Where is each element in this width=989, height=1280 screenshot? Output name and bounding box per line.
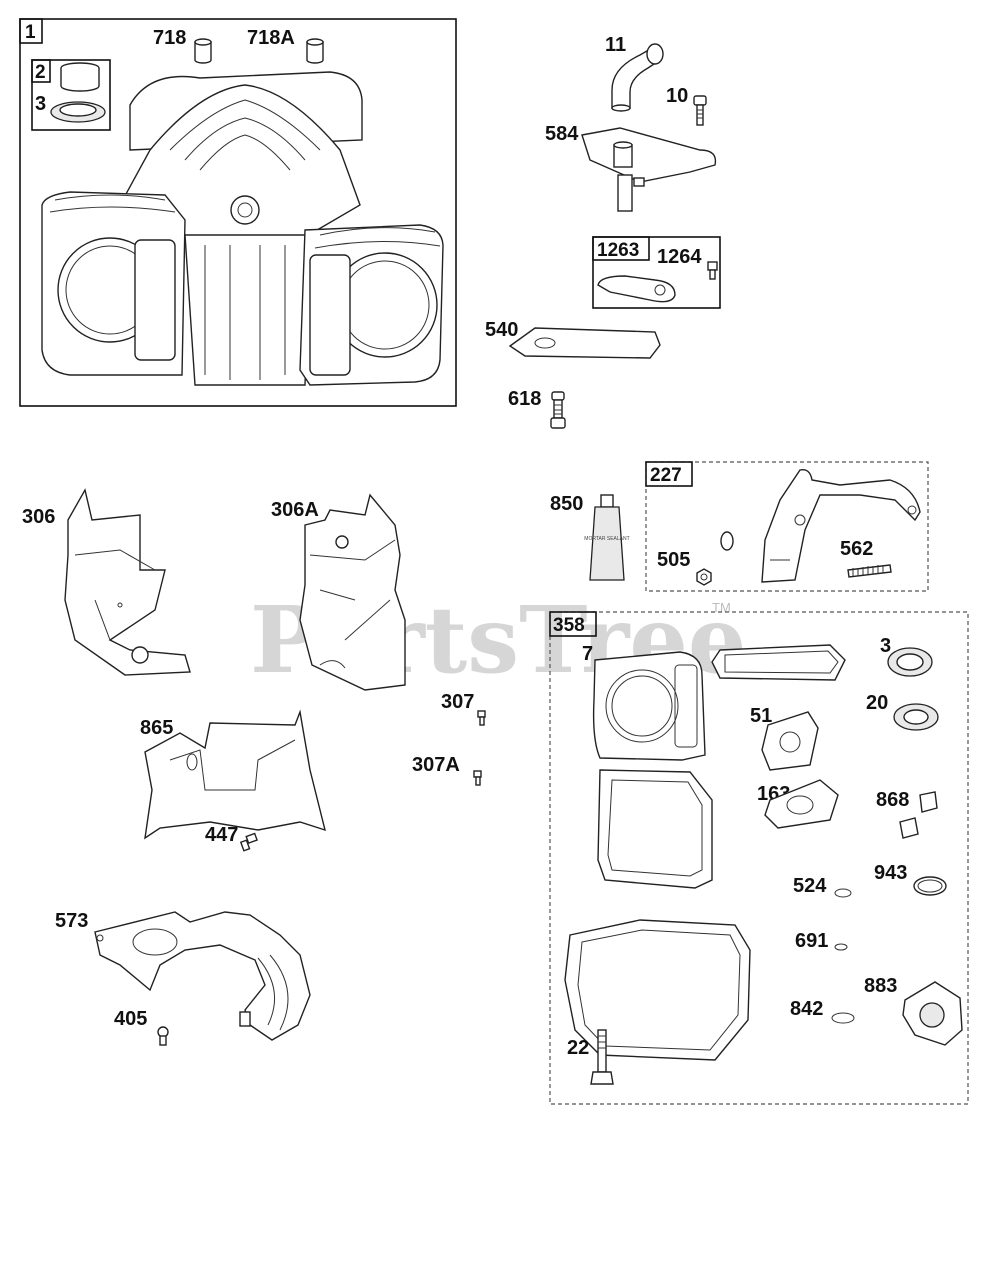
callout-307a: 307A <box>412 754 460 776</box>
ring-842-part[interactable] <box>831 1012 855 1024</box>
valve-cover-gasket-part[interactable] <box>597 769 713 889</box>
callout-3b: 3 <box>880 635 891 657</box>
cylinder-block-part[interactable] <box>41 71 444 386</box>
callout-562: 562 <box>840 538 873 560</box>
callout-865: 865 <box>140 717 173 739</box>
assembly-box-1 <box>19 18 457 407</box>
shield-306-part[interactable] <box>64 488 191 676</box>
callout-11: 11 <box>605 34 626 56</box>
oil-seal-20-part[interactable] <box>893 703 939 731</box>
box-227-tag <box>645 461 693 487</box>
bushing-part[interactable] <box>60 62 100 92</box>
box-1-label: 1 <box>25 22 36 43</box>
gasket-163-part[interactable] <box>764 779 839 829</box>
box-358-label: 358 <box>553 615 585 636</box>
screw-307-part[interactable] <box>477 710 486 726</box>
callout-10: 10 <box>666 85 688 107</box>
callout-618: 618 <box>508 388 541 410</box>
callout-306: 306 <box>22 506 55 528</box>
box-1263-tag <box>592 236 650 261</box>
box-2-label: 2 <box>35 62 46 83</box>
callout-883: 883 <box>864 975 897 997</box>
oil-seal-3-part[interactable] <box>887 647 933 677</box>
callout-868: 868 <box>876 789 909 811</box>
bushing-868-part[interactable] <box>899 791 938 839</box>
dowel-pin-718a[interactable] <box>306 38 324 64</box>
o-ring-943-part[interactable] <box>913 876 947 896</box>
dowel-pin-718[interactable] <box>194 38 212 64</box>
callout-3: 3 <box>35 93 46 115</box>
screw-10-part[interactable] <box>693 95 707 126</box>
screw-447-part[interactable] <box>239 832 258 852</box>
sealant-tube-text: MORTAR SEALANT <box>584 536 629 542</box>
assembly-box-227 <box>645 461 929 592</box>
watermark-trademark: TM <box>712 600 731 615</box>
assembly-box-2 <box>31 59 111 131</box>
callout-584: 584 <box>545 123 579 145</box>
washer-691-part[interactable] <box>834 943 848 951</box>
blower-housing-573-part[interactable] <box>94 911 311 1041</box>
shield-865-part[interactable] <box>144 709 326 840</box>
screw-618-part[interactable] <box>550 391 566 429</box>
callout-7: 7 <box>582 643 593 665</box>
crankcase-gasket-part[interactable] <box>564 919 751 1061</box>
sealant-tube-part[interactable]: MORTAR SEALANT <box>584 494 630 581</box>
ring-524-part[interactable] <box>834 888 852 898</box>
baffle-1263-part[interactable] <box>597 275 676 303</box>
box-358-tag <box>549 611 597 637</box>
gasket-540-part[interactable] <box>508 327 661 359</box>
gasket-rocker-part[interactable] <box>711 644 846 681</box>
intake-gasket-51-part[interactable] <box>761 711 819 771</box>
breather-tube-part[interactable] <box>611 43 664 112</box>
callout-850: 850 <box>550 493 583 515</box>
screw-405-part[interactable] <box>157 1026 169 1046</box>
callout-22: 22 <box>567 1037 589 1059</box>
shield-306a-part[interactable] <box>299 493 406 691</box>
callout-540: 540 <box>485 319 518 341</box>
washer-part[interactable] <box>720 531 734 551</box>
screw-1264-part[interactable] <box>707 261 718 280</box>
breather-cover-part[interactable] <box>581 127 717 212</box>
callout-306a: 306A <box>271 499 319 521</box>
screw-307a-part[interactable] <box>473 770 482 786</box>
callout-718a: 718A <box>247 27 295 49</box>
callout-943: 943 <box>874 862 907 884</box>
callout-447: 447 <box>205 824 238 846</box>
intake-adapter-883-part[interactable] <box>902 981 963 1046</box>
callout-20: 20 <box>866 692 888 714</box>
head-gasket-part[interactable] <box>592 651 706 761</box>
assembly-box-1263 <box>592 236 721 309</box>
box-1263-label: 1263 <box>597 240 639 261</box>
callout-524: 524 <box>793 875 827 897</box>
callout-307: 307 <box>441 691 474 713</box>
box-2-tag <box>31 59 51 83</box>
callout-51: 51 <box>750 705 772 727</box>
governor-lever-part[interactable] <box>761 469 921 583</box>
box-1-tag <box>19 18 43 44</box>
seal-part[interactable] <box>50 101 106 123</box>
callout-405: 405 <box>114 1008 147 1030</box>
spring-562-part[interactable] <box>847 564 892 578</box>
nut-505-part[interactable] <box>696 568 712 586</box>
callout-718: 718 <box>153 27 186 49</box>
callout-842: 842 <box>790 998 823 1020</box>
box-227-label: 227 <box>650 465 682 486</box>
callout-691: 691 <box>795 930 828 952</box>
callout-573: 573 <box>55 910 88 932</box>
callout-1264: 1264 <box>657 246 702 268</box>
callout-505: 505 <box>657 549 690 571</box>
bolt-22-part[interactable] <box>590 1029 614 1085</box>
